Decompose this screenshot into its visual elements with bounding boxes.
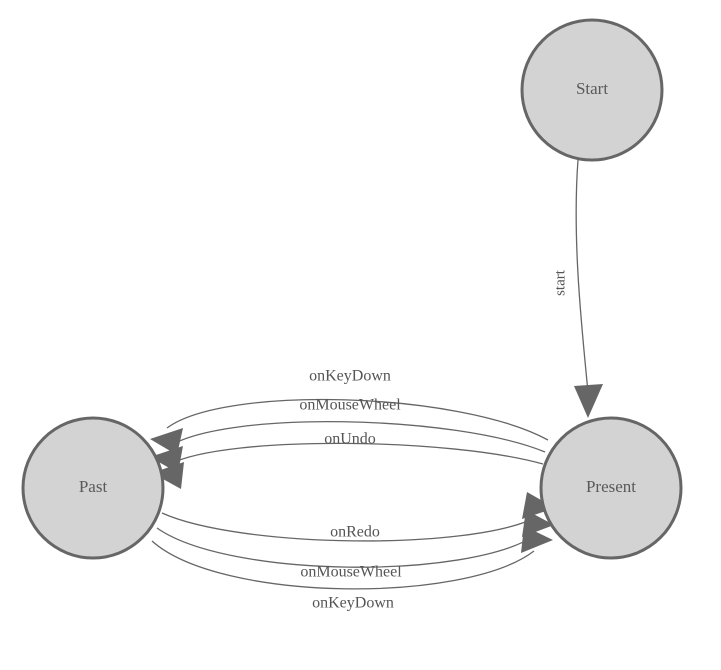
edge-present-to-past-onkeydown[interactable]: onKeyDown (150, 368, 549, 455)
edge-past-to-present-onkeydown-path (151, 540, 535, 590)
edge-label-start: start (552, 269, 568, 296)
edge-present-to-past-onkeydown-path (166, 398, 549, 441)
node-present-circle (539, 416, 683, 560)
edge-present-to-past-onundo[interactable]: onUndo (152, 431, 544, 489)
node-past-label: Past (79, 477, 108, 496)
edge-past-to-present-onredo-path (161, 512, 538, 542)
node-start[interactable]: Start (520, 18, 664, 162)
edge-label-past-present-onmousewheel: onMouseWheel (300, 564, 402, 581)
node-past-circle (21, 416, 165, 560)
arrowhead-into-past-3 (152, 462, 184, 489)
node-past[interactable]: Past (21, 416, 165, 560)
edge-label-present-past-onkeydown: onKeyDown (309, 368, 391, 385)
edge-present-to-past-onundo-path (169, 442, 544, 465)
arrowhead-into-past-1 (150, 428, 183, 455)
edge-label-past-present-onkeydown: onKeyDown (312, 595, 394, 612)
edge-label-present-past-onmousewheel: onMouseWheel (299, 397, 401, 414)
node-present[interactable]: Present (539, 416, 683, 560)
edge-present-to-past-onmousewheel-path (167, 421, 546, 453)
edge-label-past-present-onredo: onRedo (330, 524, 380, 541)
node-start-label: Start (576, 79, 608, 98)
edge-label-present-past-onundo: onUndo (324, 431, 376, 448)
edge-past-to-present-onkeydown[interactable]: onKeyDown (151, 526, 553, 612)
arrowhead-into-present-3 (521, 526, 553, 553)
edge-past-to-present-onredo[interactable]: onRedo (161, 492, 555, 542)
edge-past-to-present-onmousewheel-path (156, 527, 537, 568)
node-start-circle (520, 18, 664, 162)
node-present-label: Present (586, 477, 636, 496)
edge-start-to-present-path (575, 159, 589, 393)
arrowhead-into-present-1 (522, 492, 555, 519)
arrowhead-into-present-from-start (574, 384, 603, 418)
edge-start-to-present[interactable]: start (552, 159, 603, 418)
